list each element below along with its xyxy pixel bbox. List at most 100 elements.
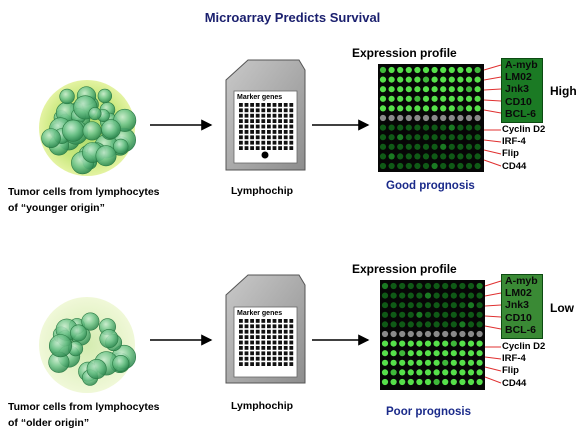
chip-spot bbox=[250, 113, 254, 118]
chip-spot bbox=[278, 319, 282, 323]
connector-line bbox=[484, 292, 502, 297]
array-spot bbox=[381, 311, 389, 318]
chip-spot bbox=[278, 113, 282, 118]
array-spot bbox=[431, 86, 438, 93]
gene-label: Jnk3 bbox=[505, 83, 529, 96]
gene-label: BCL-6 bbox=[505, 323, 536, 336]
array-spot bbox=[467, 302, 475, 309]
chip-spot bbox=[283, 351, 288, 356]
array-spot bbox=[476, 340, 483, 347]
connector-line bbox=[483, 159, 502, 167]
gene-label: Cyclin D2 bbox=[502, 124, 546, 135]
array-spot bbox=[457, 143, 464, 150]
array-spot bbox=[407, 330, 414, 338]
array-spot bbox=[399, 311, 406, 318]
gene-label: LM02 bbox=[505, 287, 532, 300]
array-spot bbox=[467, 378, 475, 386]
array-spot bbox=[450, 369, 457, 376]
expression-level-2: Low bbox=[550, 301, 574, 315]
array-spot bbox=[476, 378, 483, 386]
array-spot bbox=[397, 162, 404, 170]
chip-spot bbox=[261, 124, 266, 129]
array-spot bbox=[414, 162, 421, 170]
array-spot bbox=[465, 86, 473, 93]
array-spot bbox=[474, 86, 481, 93]
cell-blob bbox=[41, 128, 61, 148]
array-spot bbox=[459, 330, 466, 338]
array-spot bbox=[459, 321, 466, 328]
lymphochip-1 bbox=[225, 59, 306, 171]
chip-spot bbox=[278, 356, 282, 361]
array-spot bbox=[424, 340, 432, 347]
chip-spot bbox=[250, 119, 254, 123]
array-spot bbox=[416, 378, 423, 386]
array-spot bbox=[405, 114, 412, 122]
array-spot bbox=[465, 105, 473, 112]
array-spot bbox=[405, 66, 412, 74]
array-spot bbox=[399, 369, 406, 376]
array-spot bbox=[381, 378, 389, 386]
chip-spot bbox=[267, 140, 271, 145]
chip-spot bbox=[261, 346, 266, 350]
chip-spot bbox=[239, 362, 243, 366]
array-spot bbox=[390, 330, 397, 338]
array-spot bbox=[465, 95, 473, 102]
chip-spot bbox=[272, 319, 277, 323]
array-spot bbox=[442, 282, 449, 290]
array-spot bbox=[388, 86, 395, 93]
chip-spot bbox=[289, 119, 294, 123]
upper-gene-box-2: A-myb LM02 Jnk3 CD10 BCL-6 bbox=[501, 274, 543, 339]
array-spot bbox=[390, 369, 397, 376]
array-spot bbox=[381, 340, 389, 347]
array-spot bbox=[450, 302, 457, 309]
chip-spot bbox=[255, 319, 260, 323]
array-spot bbox=[397, 95, 404, 102]
array-spot bbox=[431, 105, 438, 112]
array-spot bbox=[379, 76, 387, 83]
chip-spot bbox=[250, 362, 254, 366]
gene-label: Flip bbox=[502, 148, 519, 160]
chip-spot bbox=[278, 140, 282, 145]
array-spot bbox=[431, 66, 438, 74]
array-spot bbox=[440, 66, 447, 74]
chip-spot bbox=[289, 108, 294, 113]
array-spot bbox=[407, 340, 414, 347]
array-spot bbox=[390, 378, 397, 386]
cell-blob bbox=[70, 324, 87, 342]
array-spot bbox=[405, 124, 412, 131]
chip-spot bbox=[272, 335, 277, 339]
chip-spot bbox=[283, 130, 288, 134]
array-spot bbox=[467, 359, 475, 366]
chip-spot bbox=[250, 130, 254, 134]
array-spot bbox=[424, 330, 432, 338]
array-spot bbox=[422, 134, 430, 141]
array-spot bbox=[433, 330, 440, 338]
chip-spot bbox=[283, 324, 288, 329]
array-spot bbox=[414, 105, 421, 112]
chip-spot bbox=[283, 108, 288, 113]
chip-spot bbox=[261, 146, 266, 150]
chip-spot bbox=[283, 319, 288, 323]
chip-label-2: Marker genes bbox=[237, 310, 283, 317]
chip-spot bbox=[261, 340, 266, 345]
array-spot bbox=[440, 114, 447, 122]
array-spot bbox=[399, 302, 406, 309]
chip-spot bbox=[255, 108, 260, 113]
gene-label: CD10 bbox=[505, 95, 532, 108]
array-spot bbox=[422, 95, 430, 102]
array-spot bbox=[399, 359, 406, 366]
array-spot bbox=[405, 153, 412, 160]
array-spot bbox=[431, 153, 438, 160]
array-spot bbox=[474, 105, 481, 112]
array-spot bbox=[414, 114, 421, 122]
tumor-cell-cluster-young bbox=[39, 80, 137, 176]
array-spot bbox=[448, 134, 455, 141]
chip-spot bbox=[272, 362, 277, 366]
chip-spot bbox=[267, 324, 271, 329]
chip-spot bbox=[255, 135, 260, 140]
array-spot bbox=[422, 76, 430, 83]
chip-spot bbox=[255, 103, 260, 107]
chip-spot bbox=[267, 335, 271, 339]
array-spot bbox=[399, 378, 406, 386]
chip-spot bbox=[244, 124, 249, 129]
